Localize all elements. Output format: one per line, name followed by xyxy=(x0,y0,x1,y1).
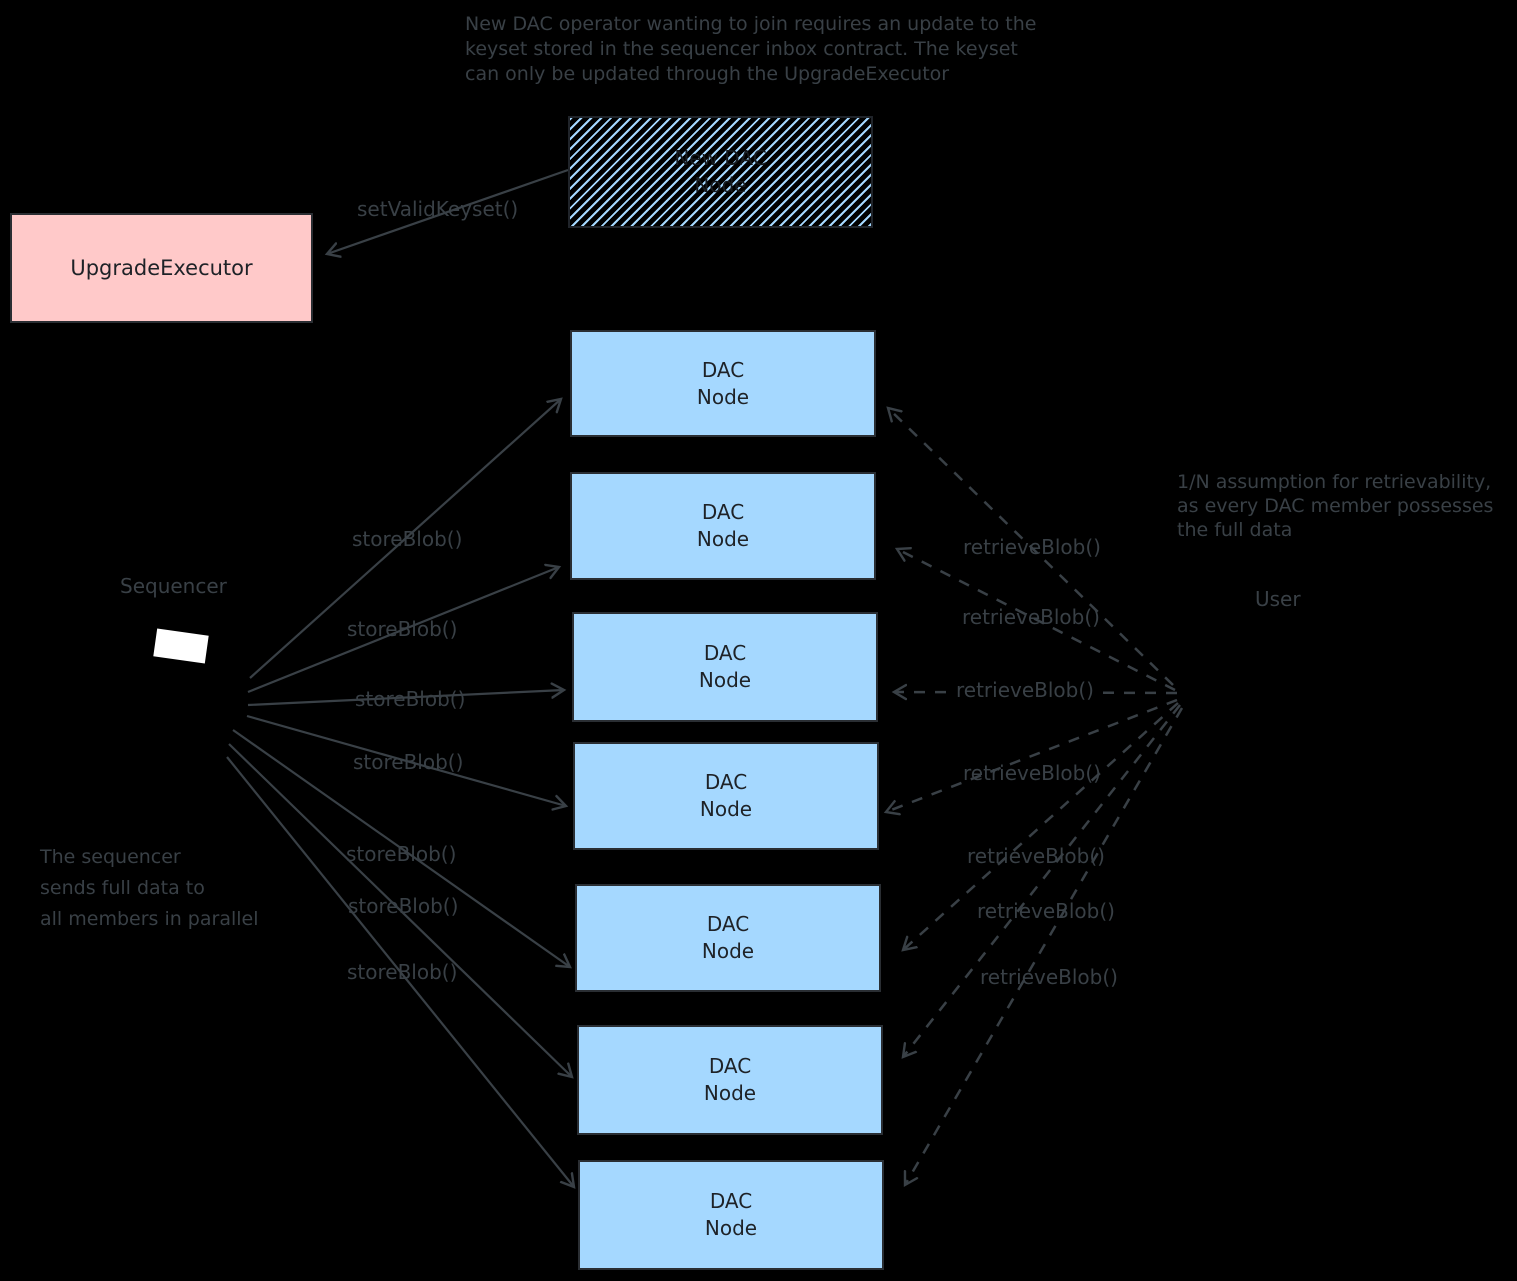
arrow-storeblob-2 xyxy=(247,567,559,694)
dac-node-box: DAC Node xyxy=(572,612,878,722)
set-valid-keyset-label: setValidKeyset() xyxy=(357,197,519,221)
retrieve-blob-label: retrieveBlob() xyxy=(963,535,1101,559)
keyset-note: New DAC operator wanting to join require… xyxy=(465,13,1037,85)
arrow-storeblob-7 xyxy=(226,756,574,1187)
arrow-storeblob-4 xyxy=(246,714,566,806)
store-blob-label: storeBlob() xyxy=(348,894,459,918)
dac-node-box: DAC Node xyxy=(575,884,881,992)
retrieve-blob-label: retrieveBlob() xyxy=(967,844,1105,868)
parallel-note: The sequencer sends full data to all mem… xyxy=(40,846,259,930)
retrieve-blob-label: retrieveBlob() xyxy=(977,899,1115,923)
arrow-storeblob-1 xyxy=(249,399,561,679)
dac-node-label: DAC Node xyxy=(698,641,752,692)
arrow-storeblob-5 xyxy=(232,729,570,967)
store-blob-label: storeBlob() xyxy=(353,750,464,774)
new-dac-node-label: New DAC Node xyxy=(674,146,767,197)
arrow-retrieveblob-4 xyxy=(886,698,1178,812)
dac-node-box: DAC Node xyxy=(578,1160,884,1270)
dac-node-label: DAC Node xyxy=(696,500,750,551)
upgrade-executor-box: UpgradeExecutor xyxy=(10,213,313,323)
retrieve-blob-label: retrieveBlob() xyxy=(963,761,1101,785)
dac-node-box: DAC Node xyxy=(570,330,876,437)
arrow-storeblob-3 xyxy=(247,690,564,707)
dac-node-box: DAC Node xyxy=(570,472,876,580)
retrieve-blob-label: retrieveBlob() xyxy=(962,605,1100,629)
store-blob-label: storeBlob() xyxy=(346,842,457,866)
retrievability-note: 1/N assumption for retrievability, as ev… xyxy=(1177,471,1494,541)
dac-node-label: DAC Node xyxy=(699,770,753,821)
arrow-retrieveblob-6 xyxy=(903,704,1181,1057)
sequencer-label: Sequencer xyxy=(120,574,227,598)
dac-node-box: DAC Node xyxy=(577,1025,883,1135)
retrieve-blob-label: retrieveBlob() xyxy=(956,678,1094,702)
dac-node-label: DAC Node xyxy=(704,1189,758,1240)
store-blob-label: storeBlob() xyxy=(352,527,463,551)
store-blob-label: storeBlob() xyxy=(347,960,458,984)
dac-node-box: DAC Node xyxy=(573,742,879,850)
user-label: User xyxy=(1255,587,1301,611)
new-dac-node-box: New DAC Node xyxy=(568,116,873,228)
arrow-retrieveblob-1 xyxy=(888,408,1174,686)
arrow-retrieveblob-3 xyxy=(894,692,1178,693)
dac-node-label: DAC Node xyxy=(696,357,750,409)
store-blob-label: storeBlob() xyxy=(355,687,466,711)
retrieve-blob-label: retrieveBlob() xyxy=(980,965,1118,989)
arrow-retrieveblob-2 xyxy=(897,549,1176,692)
dac-node-label: DAC Node xyxy=(703,1054,757,1105)
dac-node-label: DAC Node xyxy=(701,912,755,963)
arrow-storeblob-6 xyxy=(228,743,572,1077)
upgrade-executor-label: UpgradeExecutor xyxy=(70,255,253,280)
arrow-set-valid-keyset xyxy=(327,168,569,254)
arrow-retrieveblob-7 xyxy=(905,707,1184,1185)
store-blob-label: storeBlob() xyxy=(347,617,458,641)
